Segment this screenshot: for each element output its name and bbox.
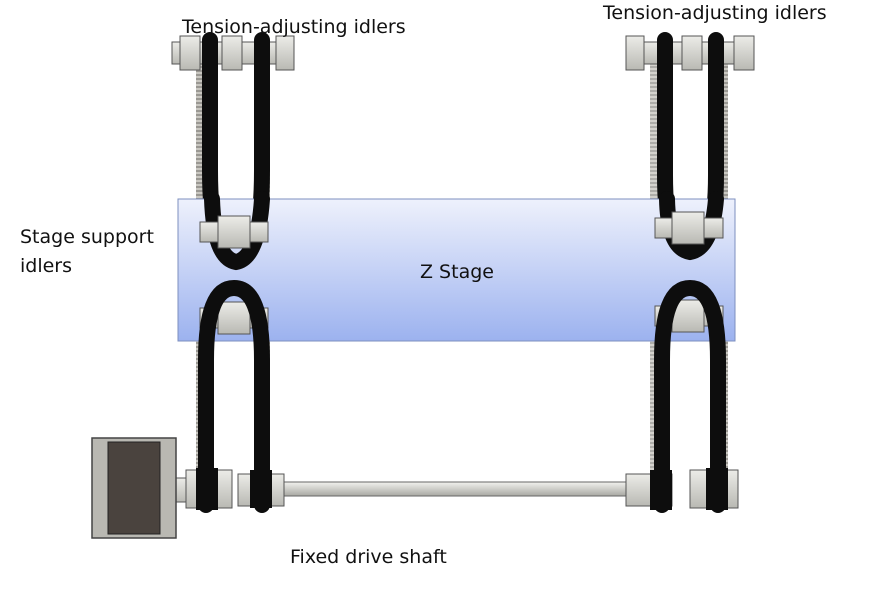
label-z-stage: Z Stage bbox=[420, 261, 494, 283]
left-drive-pulleys bbox=[171, 468, 285, 510]
top-left-tension-idlers bbox=[171, 35, 295, 71]
right-drive-pulleys bbox=[625, 468, 739, 510]
top-right-tension-idlers bbox=[625, 35, 755, 71]
label-stage-support-line1: Stage support bbox=[20, 226, 154, 248]
label-stage-support-line2: idlers bbox=[20, 255, 72, 277]
label-tension-idlers-left: Tension-adjusting idlers bbox=[181, 16, 406, 38]
label-tension-idlers-right: Tension-adjusting idlers bbox=[602, 2, 827, 24]
drive-motor bbox=[91, 437, 177, 539]
drive-shaft bbox=[269, 481, 637, 497]
z-stage-block bbox=[177, 198, 736, 342]
label-drive-shaft: Fixed drive shaft bbox=[290, 546, 447, 568]
lower-belt-loops bbox=[198, 279, 726, 513]
